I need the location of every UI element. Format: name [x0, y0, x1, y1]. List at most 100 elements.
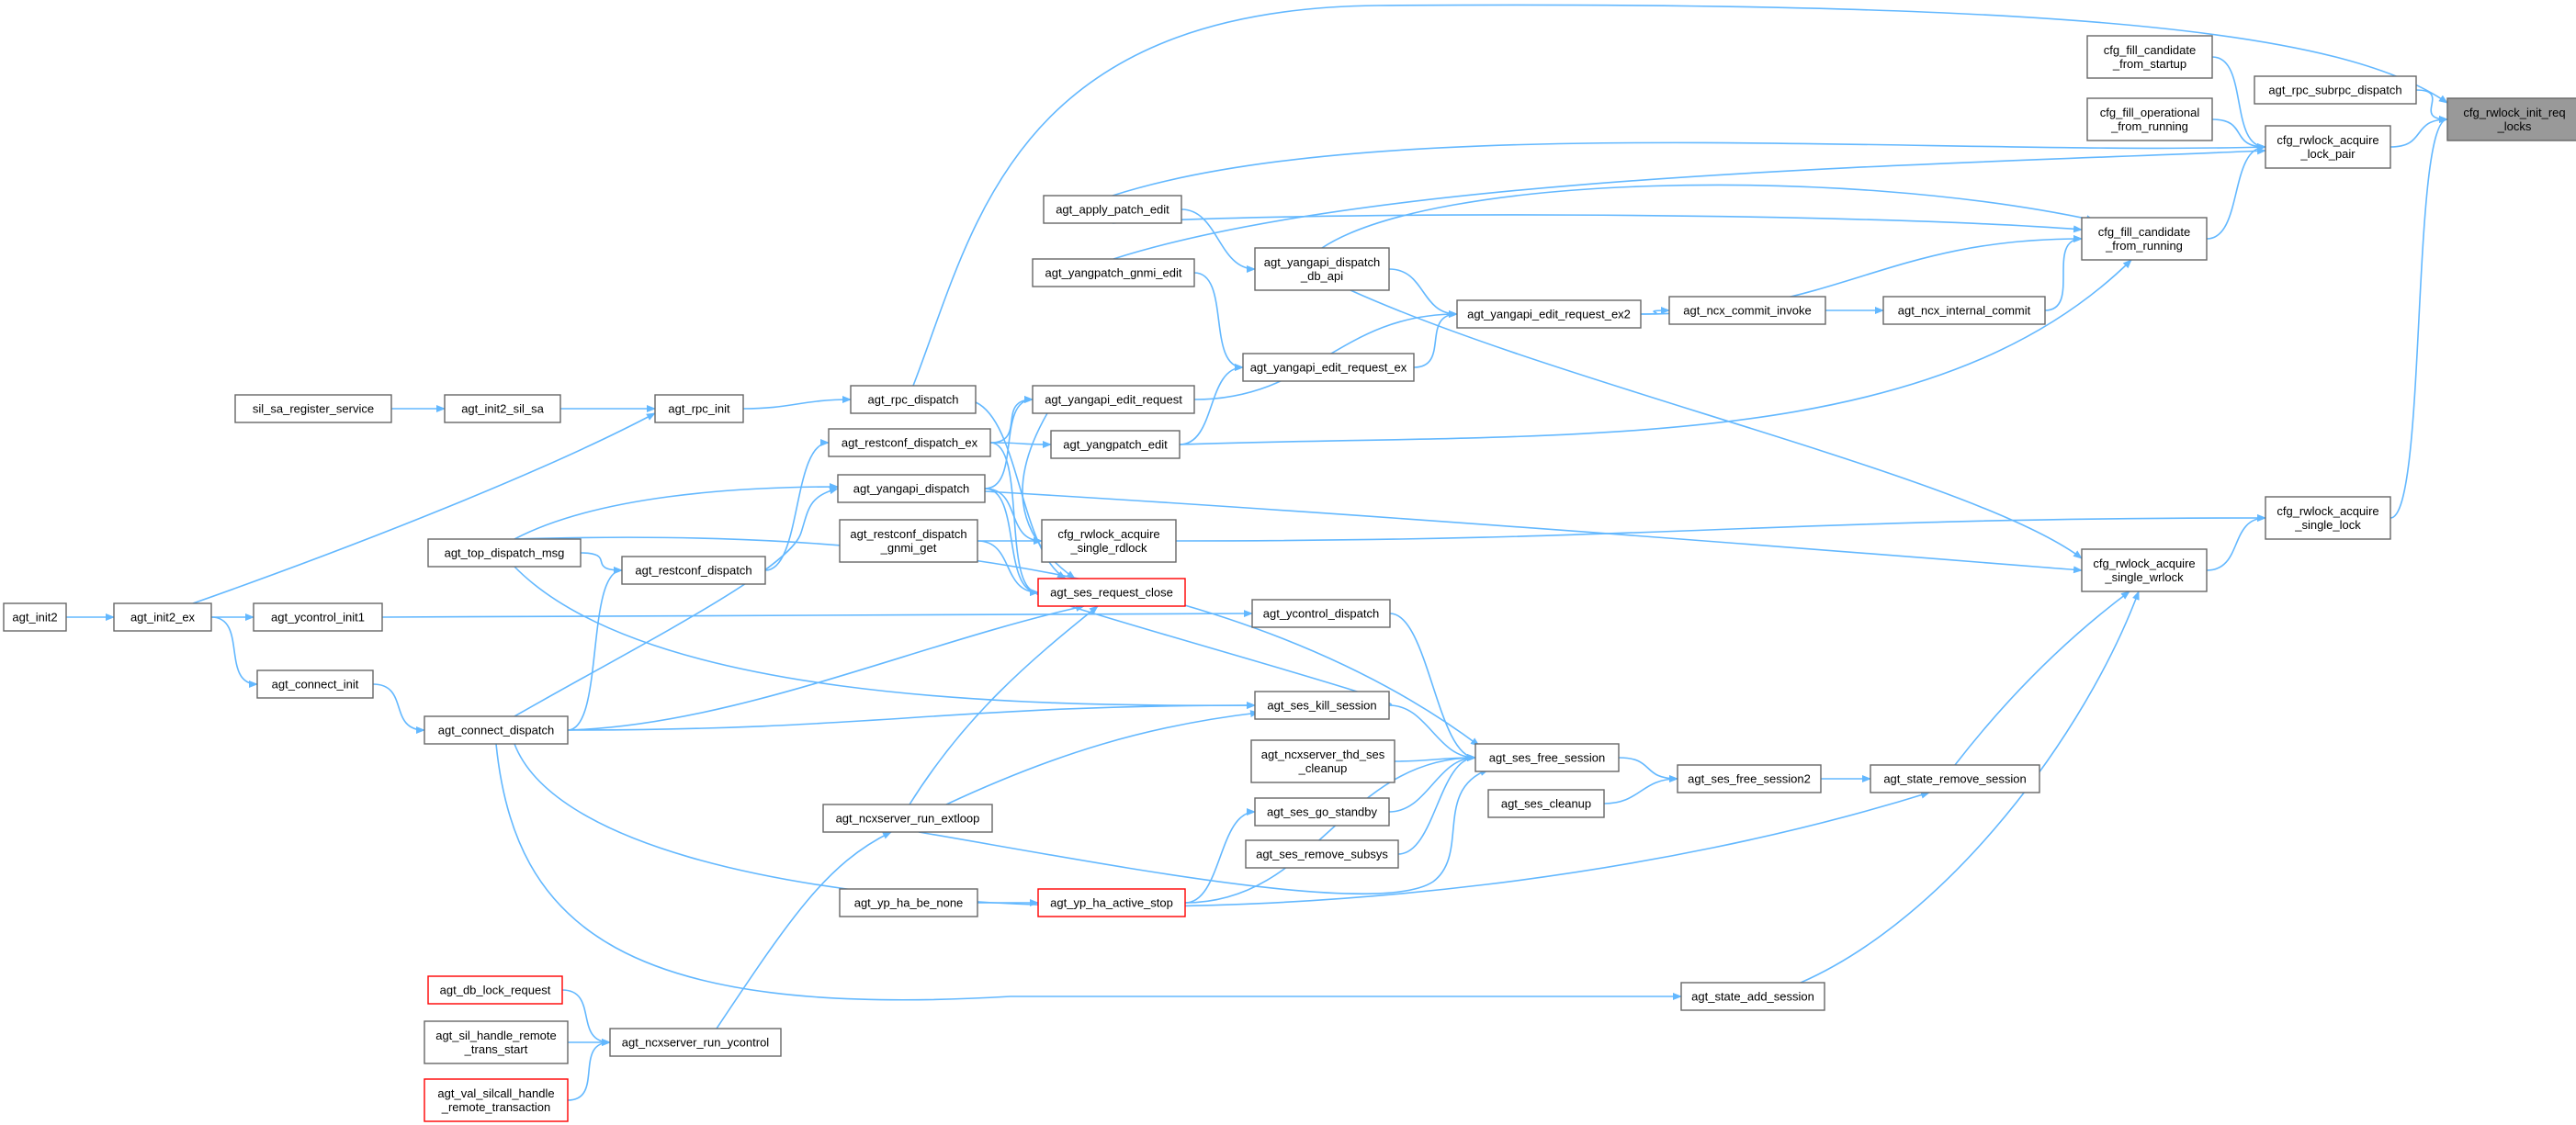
node-agt-yangpatch-edit[interactable]: agt_yangpatch_edit — [1050, 430, 1181, 459]
edge-agt_connect_dispatch-to-agt_yangapi_dispatch — [514, 487, 839, 717]
node-cfg-fill-candidate-from-running[interactable]: cfg_fill_candidate_from_running — [2081, 217, 2208, 261]
node-agt-top-dispatch-msg[interactable]: agt_top_dispatch_msg — [427, 538, 582, 568]
node-label: agt_ses_free_session — [1489, 750, 1605, 764]
node-agt-yangpatch-gnmi-edit[interactable]: agt_yangpatch_gnmi_edit — [1032, 258, 1195, 287]
node-agt-ycontrol-dispatch[interactable]: agt_ycontrol_dispatch — [1251, 599, 1391, 628]
node-agt-restconf-dispatch-gnmi-get[interactable]: agt_restconf_dispatch_gnmi_get — [839, 519, 978, 563]
node-label: agt_ncx_commit_invoke — [1683, 303, 1811, 317]
node-box — [1487, 789, 1605, 818]
node-label: agt_ncxserver_thd_ses — [1261, 748, 1385, 761]
node-agt-ses-cleanup[interactable]: agt_ses_cleanup — [1487, 789, 1605, 818]
node-agt-sil-handle-remote-trans-start[interactable]: agt_sil_handle_remote_trans_start — [424, 1020, 569, 1064]
node-cfg-rwlock-acquire-single-lock[interactable]: cfg_rwlock_acquire_single_lock — [2265, 496, 2391, 540]
edge-agt_ses_cleanup-to-agt_ses_free_session2 — [1603, 775, 1678, 804]
node-cfg-fill-candidate-from-startup[interactable]: cfg_fill_candidate_from_startup — [2086, 35, 2213, 79]
node-label: cfg_rwlock_init_req — [2463, 106, 2565, 119]
node-label: _single_rdlock — [1069, 541, 1147, 555]
node-label: cfg_rwlock_acquire — [2277, 504, 2378, 518]
edge-cfg_rwlock_acquire_single_rdlock-to-cfg_rwlock_acquire_single_lock — [1175, 514, 2266, 542]
node-box — [1680, 982, 1825, 1011]
node-agt-state-remove-session[interactable]: agt_state_remove_session — [1870, 764, 2040, 793]
edge-agt_yangpatch_gnmi_edit-to-cfg_rwlock_acquire_lock_pair — [1113, 147, 2266, 260]
node-agt-ncxserver-run-extloop[interactable]: agt_ncxserver_run_extloop — [822, 804, 993, 833]
node-agt-yangapi-edit-request[interactable]: agt_yangapi_edit_request — [1032, 385, 1195, 414]
node-agt-init2-ex[interactable]: agt_init2_ex — [113, 602, 212, 632]
node-agt-val-silcall-handle-remote-transaction[interactable]: agt_val_silcall_handle_remote_transactio… — [424, 1078, 569, 1122]
node-agt-ncxserver-thd-ses-cleanup[interactable]: agt_ncxserver_thd_ses_cleanup — [1250, 739, 1395, 783]
node-box — [1245, 839, 1399, 869]
node-agt-init2-sil-sa[interactable]: agt_init2_sil_sa — [444, 394, 561, 423]
edge-agt_rpc_subrpc_dispatch-to-cfg_rwlock_init_req_locks — [2415, 89, 2448, 123]
node-agt-rpc-init[interactable]: agt_rpc_init — [654, 394, 744, 423]
node-label: cfg_fill_candidate — [2104, 43, 2196, 57]
edge-agt_restconf_dispatch_ex-to-agt_yangpatch_edit — [989, 440, 1052, 448]
node-label: agt_connect_dispatch — [438, 723, 554, 737]
node-sil-sa-register-service[interactable]: sil_sa_register_service — [234, 394, 392, 423]
node-agt-connect-init[interactable]: agt_connect_init — [256, 669, 374, 699]
edge-cfg_rwlock_acquire_single_wrlock-to-cfg_rwlock_acquire_single_lock — [2206, 514, 2266, 571]
node-agt-yangapi-dispatch[interactable]: agt_yangapi_dispatch — [837, 474, 986, 503]
node-cfg-rwlock-acquire-single-rdlock[interactable]: cfg_rwlock_acquire_single_rdlock — [1041, 519, 1177, 563]
edge-agt_rpc_dispatch-to-agt_ses_request_close — [975, 401, 1067, 579]
node-agt-ses-free-session2[interactable]: agt_ses_free_session2 — [1677, 764, 1822, 793]
node-agt-ycontrol-init1[interactable]: agt_ycontrol_init1 — [253, 602, 383, 632]
node-box — [1474, 743, 1620, 772]
node-box — [3, 602, 67, 632]
node-agt-ses-request-close[interactable]: agt_ses_request_close — [1037, 578, 1186, 607]
node-cfg-fill-operational-from-running[interactable]: cfg_fill_operational_from_running — [2086, 97, 2213, 141]
edge-agt_state_add_session-to-cfg_rwlock_acquire_single_wrlock — [1800, 591, 2140, 984]
node-label: agt_sil_handle_remote — [435, 1029, 557, 1042]
node-agt-rpc-dispatch[interactable]: agt_rpc_dispatch — [850, 385, 977, 414]
node-label: agt_yangapi_edit_request — [1045, 392, 1182, 406]
node-agt-restconf-dispatch-ex[interactable]: agt_restconf_dispatch_ex — [828, 428, 991, 457]
node-box — [444, 394, 561, 423]
node-box — [1882, 296, 2046, 325]
node-agt-yangapi-edit-request-ex2[interactable]: agt_yangapi_edit_request_ex2 — [1456, 299, 1642, 329]
node-agt-yp-ha-active-stop[interactable]: agt_yp_ha_active_stop — [1037, 888, 1186, 917]
node-label: agt_connect_init — [272, 677, 359, 691]
node-box — [1242, 353, 1415, 382]
node-agt-ses-kill-session[interactable]: agt_ses_kill_session — [1254, 691, 1390, 720]
node-agt-ses-go-standby[interactable]: agt_ses_go_standby — [1254, 797, 1390, 827]
edge-agt_ses_kill_session-to-agt_ses_free_session — [1388, 704, 1476, 761]
node-agt-yangapi-edit-request-ex[interactable]: agt_yangapi_edit_request_ex — [1242, 353, 1415, 382]
node-agt-ncx-commit-invoke[interactable]: agt_ncx_commit_invoke — [1668, 296, 1826, 325]
edge-agt_top_dispatch_msg-to-agt_yangapi_dispatch — [514, 483, 839, 540]
edge-agt_ses_remove_subsys-to-agt_ses_free_session — [1397, 754, 1476, 855]
edge-agt_top_dispatch_msg-to-agt_ses_kill_session — [514, 566, 1256, 710]
edge-agt_restconf_dispatch_gnmi_get-to-agt_ses_request_close — [977, 540, 1039, 596]
node-box — [1668, 296, 1826, 325]
node-agt-yp-ha-be-none[interactable]: agt_yp_ha_be_none — [839, 888, 978, 917]
node-box — [1251, 599, 1391, 628]
node-agt-restconf-dispatch[interactable]: agt_restconf_dispatch — [621, 556, 766, 585]
node-box — [839, 888, 978, 917]
edge-cfg_fill_candidate_from_startup-to-cfg_rwlock_acquire_lock_pair — [2211, 56, 2266, 151]
node-label: agt_yangpatch_gnmi_edit — [1045, 265, 1182, 279]
node-agt-ncx-internal-commit[interactable]: agt_ncx_internal_commit — [1882, 296, 2046, 325]
node-agt-init2[interactable]: agt_init2 — [3, 602, 67, 632]
node-agt-ses-free-session[interactable]: agt_ses_free_session — [1474, 743, 1620, 772]
node-agt-apply-patch-edit[interactable]: agt_apply_patch_edit — [1043, 195, 1182, 224]
node-agt-ncxserver-run-ycontrol[interactable]: agt_ncxserver_run_ycontrol — [609, 1028, 782, 1057]
node-label: agt_yangapi_dispatch — [853, 481, 970, 495]
node-label: agt_ncx_internal_commit — [1898, 303, 2031, 317]
node-label: _single_wrlock — [2104, 570, 2184, 584]
node-agt-state-add-session[interactable]: agt_state_add_session — [1680, 982, 1825, 1011]
node-label: agt_val_silcall_handle — [437, 1086, 554, 1100]
node-agt-yangapi-dispatch-db-api[interactable]: agt_yangapi_dispatch_db_api — [1254, 247, 1390, 291]
node-box — [113, 602, 212, 632]
node-label: agt_ncxserver_run_ycontrol — [622, 1035, 770, 1049]
node-agt-ses-remove-subsys[interactable]: agt_ses_remove_subsys — [1245, 839, 1399, 869]
node-label: agt_ses_go_standby — [1267, 804, 1377, 818]
node-cfg-rwlock-acquire-single-wrlock[interactable]: cfg_rwlock_acquire_single_wrlock — [2081, 548, 2208, 592]
node-cfg-rwlock-init-req-locks[interactable]: cfg_rwlock_init_req_locks — [2446, 97, 2576, 141]
edge-agt_db_lock_request-to-agt_ncxserver_run_ycontrol — [561, 989, 611, 1046]
node-box — [828, 428, 991, 457]
node-label: agt_ses_request_close — [1050, 585, 1173, 599]
edge-agt_restconf_dispatch-to-agt_restconf_dispatch_ex — [764, 439, 830, 571]
node-label: _locks — [2497, 119, 2532, 133]
node-cfg-rwlock-acquire-lock-pair[interactable]: cfg_rwlock_acquire_lock_pair — [2265, 125, 2391, 169]
node-agt-connect-dispatch[interactable]: agt_connect_dispatch — [424, 715, 569, 745]
node-agt-db-lock-request[interactable]: agt_db_lock_request — [427, 975, 563, 1005]
node-agt-rpc-subrpc-dispatch[interactable]: agt_rpc_subrpc_dispatch — [2254, 75, 2417, 105]
